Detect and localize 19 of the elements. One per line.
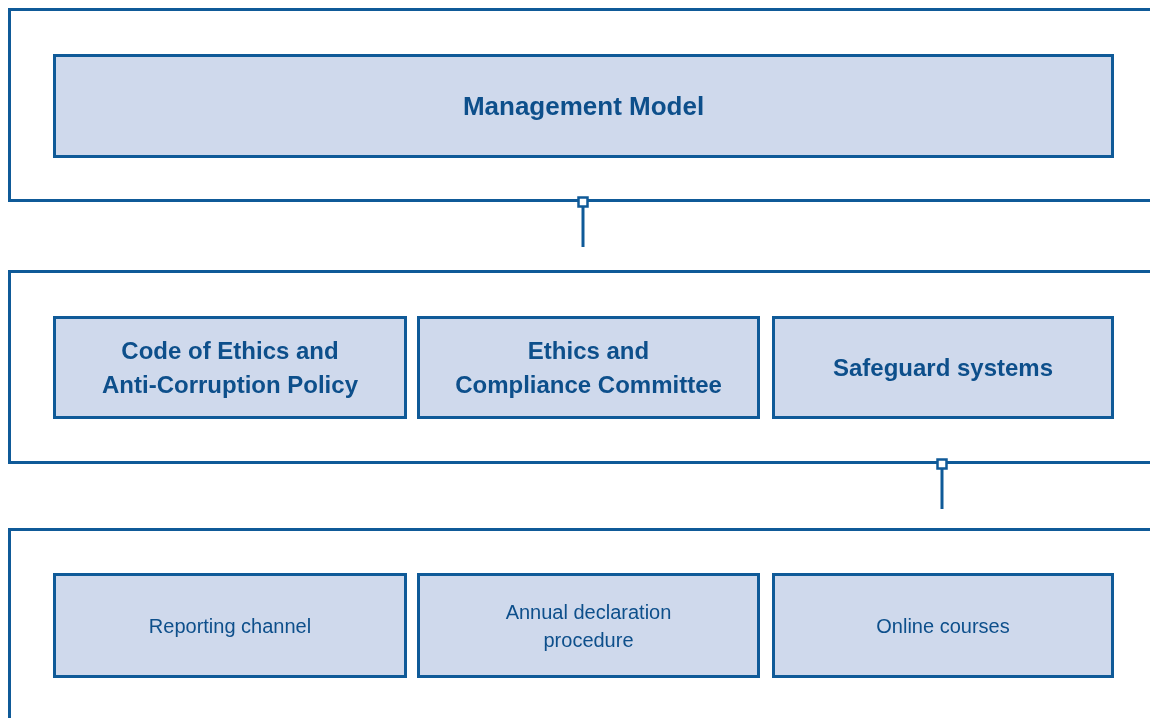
box-label: Safeguard systems xyxy=(832,352,1054,383)
text-box xyxy=(417,316,760,419)
panel-band xyxy=(8,8,1150,202)
box-label: Management Model xyxy=(462,89,705,123)
box-label: Annual declaration procedure xyxy=(504,599,673,653)
panel-band xyxy=(8,270,1150,464)
box-label: Code of Ethics and Anti-Corruption Policy xyxy=(101,335,359,400)
connector-line xyxy=(936,458,948,509)
text-box xyxy=(53,573,407,678)
text-box xyxy=(53,316,407,419)
panel-band xyxy=(8,528,1150,718)
box-label: Ethics and Compliance Committee xyxy=(454,335,723,400)
text-box xyxy=(772,573,1114,678)
box-label: Online courses xyxy=(876,613,1010,639)
connector-line xyxy=(577,196,589,247)
text-box xyxy=(772,316,1114,419)
text-box xyxy=(53,54,1114,158)
text-box xyxy=(417,573,760,678)
box-label: Reporting channel xyxy=(148,613,312,639)
